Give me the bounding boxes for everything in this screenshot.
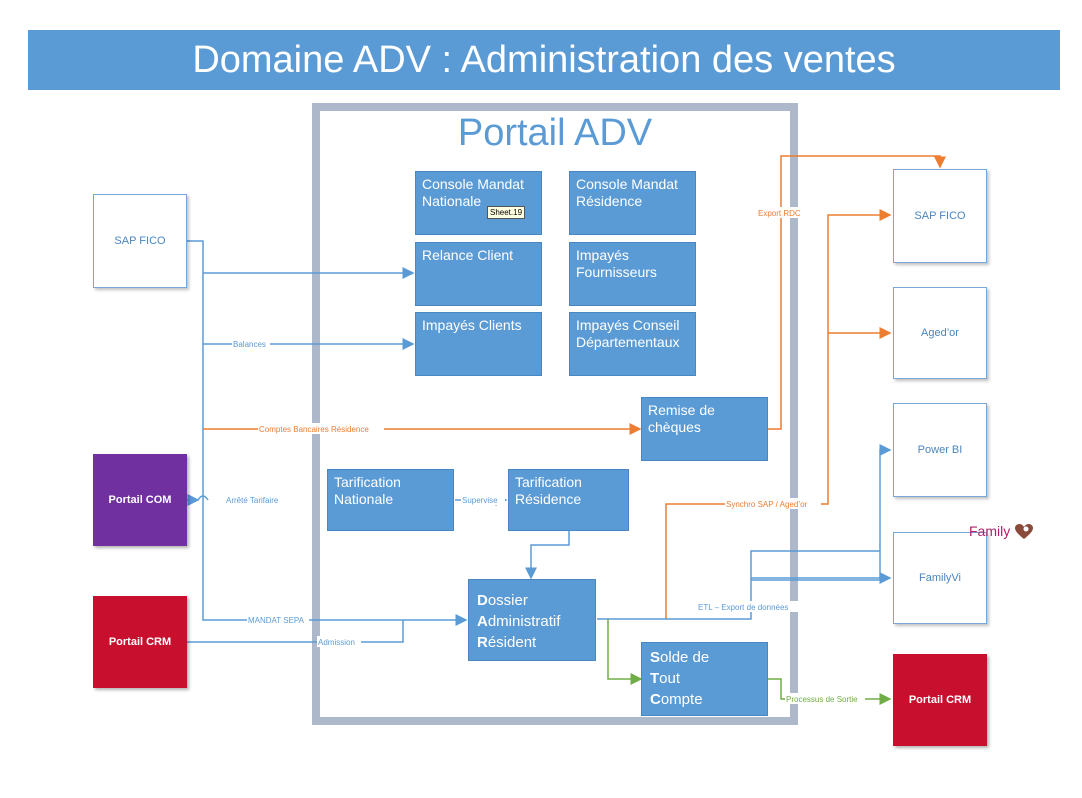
solde-line-2: Tout [650,670,681,687]
module-label: Tarification Nationale [334,474,401,507]
solde-line-3: Compte [650,691,703,708]
system-label: Portail CRM [108,636,172,648]
system-label: Aged’or [921,327,959,339]
right-power-bi[interactable]: Power BI [893,403,987,497]
dossier-line-3: Résident [477,634,537,651]
label-mandat-sepa: MANDAT SEPA [248,616,305,625]
connector-synchro [665,209,892,619]
label-supervise: Supervise [462,496,498,505]
connector-admission [187,620,404,643]
label-admission: Admission [318,638,355,647]
system-label: SAP FICO [114,235,166,247]
right-sap-fico[interactable]: SAP FICO [893,169,987,263]
module-label: Impayés Clients [422,317,522,333]
module-label: Relance Client [422,247,514,263]
system-label: Portail CRM [908,694,972,706]
module-console-residence[interactable]: Console Mandat Résidence [569,171,696,235]
sheet-tooltip: Sheet.19 [487,206,526,219]
family-logo: Family [969,523,1033,541]
module-impayes-clients[interactable]: Impayés Clients [415,312,542,376]
module-tarification-nationale[interactable]: Tarification Nationale [327,469,454,531]
connector-export-rdc [768,155,946,430]
dossier-line-2: Administratif [477,613,561,630]
label-synchro: Synchro SAP / Aged’or [726,500,808,509]
page-title-banner: Domaine ADV : Administration des ventes [28,30,1060,90]
dossier-line-1: Dossier [477,592,528,609]
module-dossier-administratif[interactable]: Dossier Administratif Résident [468,579,596,661]
solde-line-1: Solde de [650,649,710,666]
module-label: Console Mandat Nationale [422,176,524,209]
left-sap-fico[interactable]: SAP FICO [93,194,187,288]
module-console-nationale[interactable]: Console Mandat Nationale [415,171,542,235]
module-label: Impayés Fournisseurs [576,247,657,280]
left-portail-com[interactable]: Portail COM [93,454,187,546]
label-balances: Balances [233,340,266,349]
heart-icon [1014,523,1033,539]
connector-arrete-hop [197,495,209,501]
module-impayes-conseil[interactable]: Impayés Conseil Départementaux [569,312,696,376]
connector-tarif-to-dossier [525,531,570,580]
label-etl: ETL – Export de données [698,603,788,612]
module-solde-tout-compte[interactable]: Solde de Tout Compte [641,642,768,716]
right-portail-crm[interactable]: Portail CRM [893,654,987,746]
right-aged-or[interactable]: Aged’or [893,287,987,379]
page-title: Domaine ADV : Administration des ventes [192,38,896,81]
module-impayes-fournisseurs[interactable]: Impayés Fournisseurs [569,242,696,306]
family-logo-text: Family [969,523,1011,539]
system-label: SAP FICO [914,210,966,222]
label-arrete: Arrêté Tarifaire [226,496,279,505]
module-label: Impayés Conseil Départementaux [576,317,680,350]
connector-etl [597,550,880,620]
connector-dossier-solde [607,619,643,685]
label-comptes-bancaires: Comptes Bancaires Résidence [259,425,369,434]
portail-adv-title: Portail ADV [457,112,653,154]
module-label: Remise de chèques [648,402,715,435]
system-label: FamilyVi [919,572,961,584]
system-label: Portail COM [108,494,172,506]
right-familyvi[interactable]: FamilyVi [893,532,987,624]
label-export-rdc: Export RDC [758,209,801,218]
module-label: Tarification Résidence [515,474,582,507]
connector-etl-powerbi [751,444,892,581]
module-remise-cheques[interactable]: Remise de chèques [641,397,768,461]
left-portail-crm[interactable]: Portail CRM [93,596,187,688]
module-label: Console Mandat Résidence [576,176,678,209]
system-label: Power BI [917,444,963,456]
connector-sap-fico-trunk [187,240,468,626]
label-processus-sortie: Processus de Sortie [786,695,858,704]
module-relance-client[interactable]: Relance Client [415,242,542,306]
module-tarification-residence[interactable]: Tarification Résidence [508,469,629,531]
